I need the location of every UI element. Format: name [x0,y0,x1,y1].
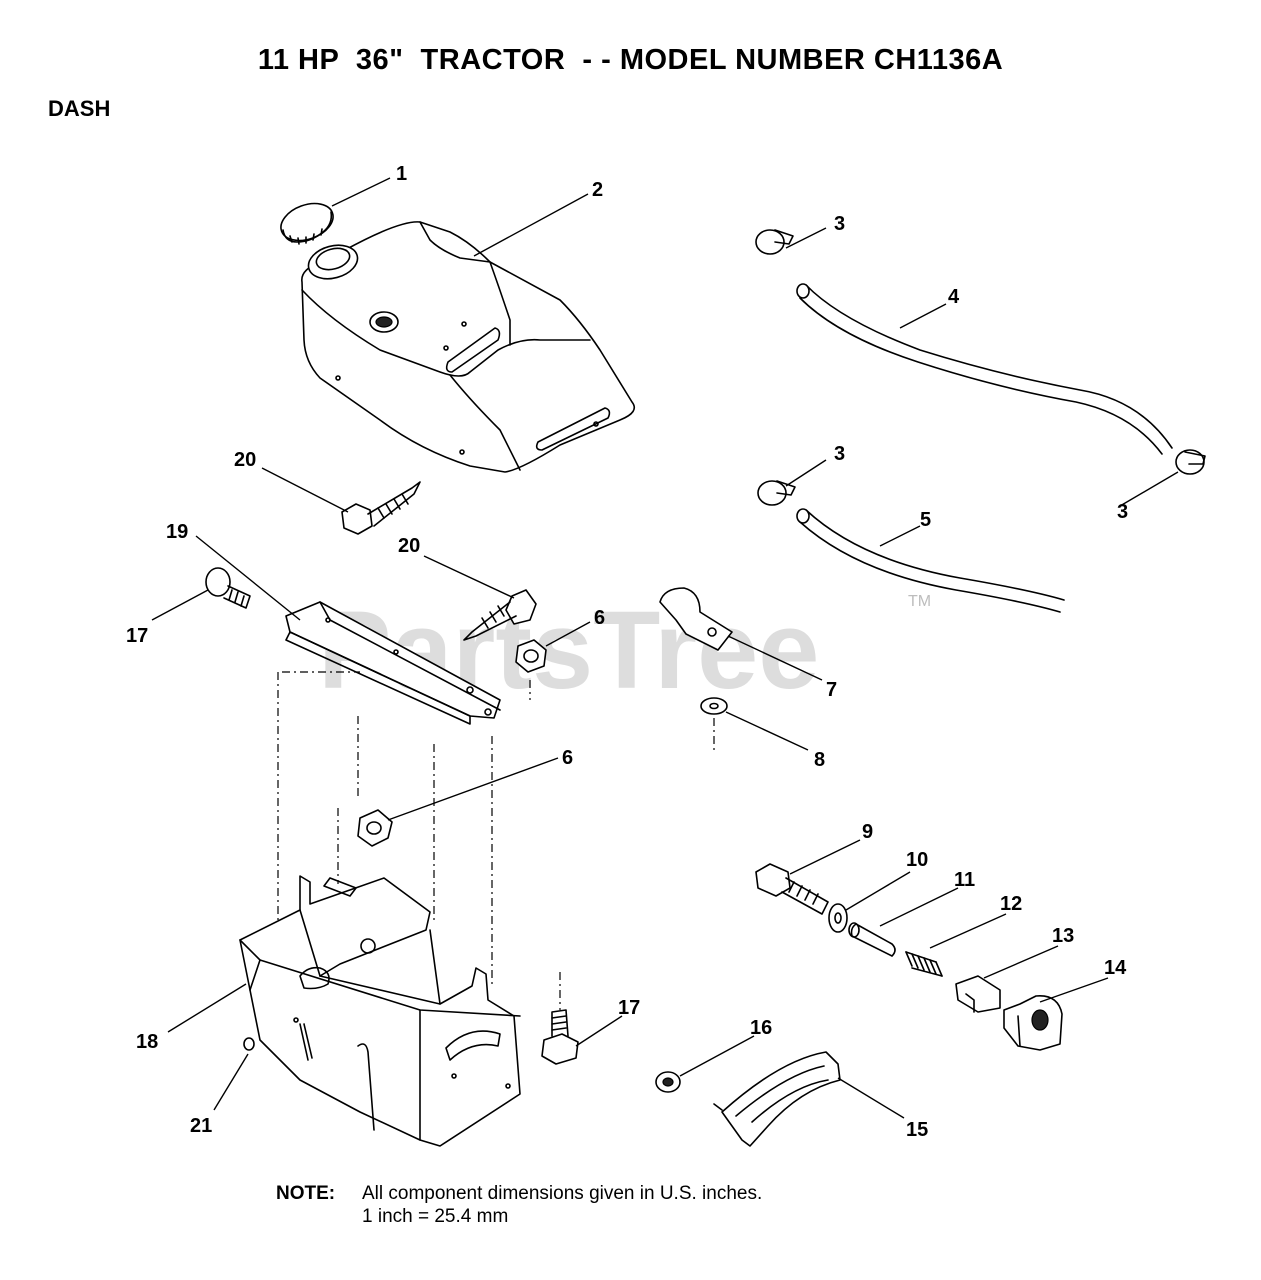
fuel-cap-part[interactable] [276,197,338,247]
page-title: 11 HP 36" TRACTOR - - MODEL NUMBER CH113… [257,44,1004,76]
nut-part-lower[interactable] [357,809,393,847]
callout-3-right: 3 [1117,501,1128,523]
note-label: NOTE: [276,1183,336,1204]
note-line-2: 1 inch = 25.4 mm [362,1206,509,1227]
callout-7: 7 [826,679,837,701]
hose-clamp-part-mid[interactable] [757,480,796,506]
callout-3-top: 3 [834,213,845,235]
callout-13: 13 [1052,925,1074,947]
flat-washer-part[interactable] [828,903,848,933]
callout-4: 4 [948,286,960,308]
nut-part-upper[interactable] [515,639,547,673]
throttle-knob-part[interactable] [1003,995,1063,1051]
callout-3-mid: 3 [834,443,845,465]
dash-panel-part[interactable] [239,875,521,1147]
callout-2: 2 [592,179,603,201]
carriage-bolt-part[interactable] [755,863,829,915]
fuel-line-upper-part[interactable] [796,283,1173,455]
hose-clamp-part-top[interactable] [755,229,794,255]
line-clip-part[interactable] [659,587,733,651]
callout-19: 19 [166,521,188,543]
spacer-part[interactable] [848,922,896,957]
callout-20-upper: 20 [234,449,256,471]
callout-15: 15 [906,1119,928,1141]
callout-21: 21 [190,1115,212,1137]
callout-5: 5 [920,509,931,531]
callout-8: 8 [814,749,825,771]
spring-clip-part[interactable] [955,975,1001,1013]
callout-11: 11 [954,869,975,891]
callout-18: 18 [136,1031,158,1053]
washer-part[interactable] [700,697,728,715]
callout-14: 14 [1104,957,1127,979]
callout-17-lower: 17 [618,997,640,1019]
fuel-tank-part[interactable] [301,221,636,473]
bolt-part-lower[interactable] [541,1009,579,1065]
callout-6-lower: 6 [562,747,573,769]
note-line-1: All component dimensions given in U.S. i… [362,1183,763,1204]
bolt-part-upper[interactable] [205,567,251,609]
callout-20-lower: 20 [398,535,420,557]
flange-nut-part[interactable] [655,1071,681,1093]
fuel-line-lower-part[interactable] [796,508,1065,613]
throttle-plate-part[interactable] [713,1051,841,1147]
watermark-trademark: TM [908,593,931,610]
callout-1: 1 [396,163,407,185]
callout-9: 9 [862,821,873,843]
small-screw-part[interactable] [243,1037,255,1051]
hose-clamp-part-right[interactable] [1175,449,1206,475]
callout-17-upper: 17 [126,625,148,647]
dash-bracket-part[interactable] [285,601,501,725]
screw-part-upper[interactable] [341,481,421,535]
callout-16: 16 [750,1017,772,1039]
callout-10: 10 [906,849,928,871]
section-heading: DASH [48,96,111,121]
spring-part[interactable] [905,951,943,977]
callout-6-upper: 6 [594,607,605,629]
callout-12: 12 [1000,893,1022,915]
